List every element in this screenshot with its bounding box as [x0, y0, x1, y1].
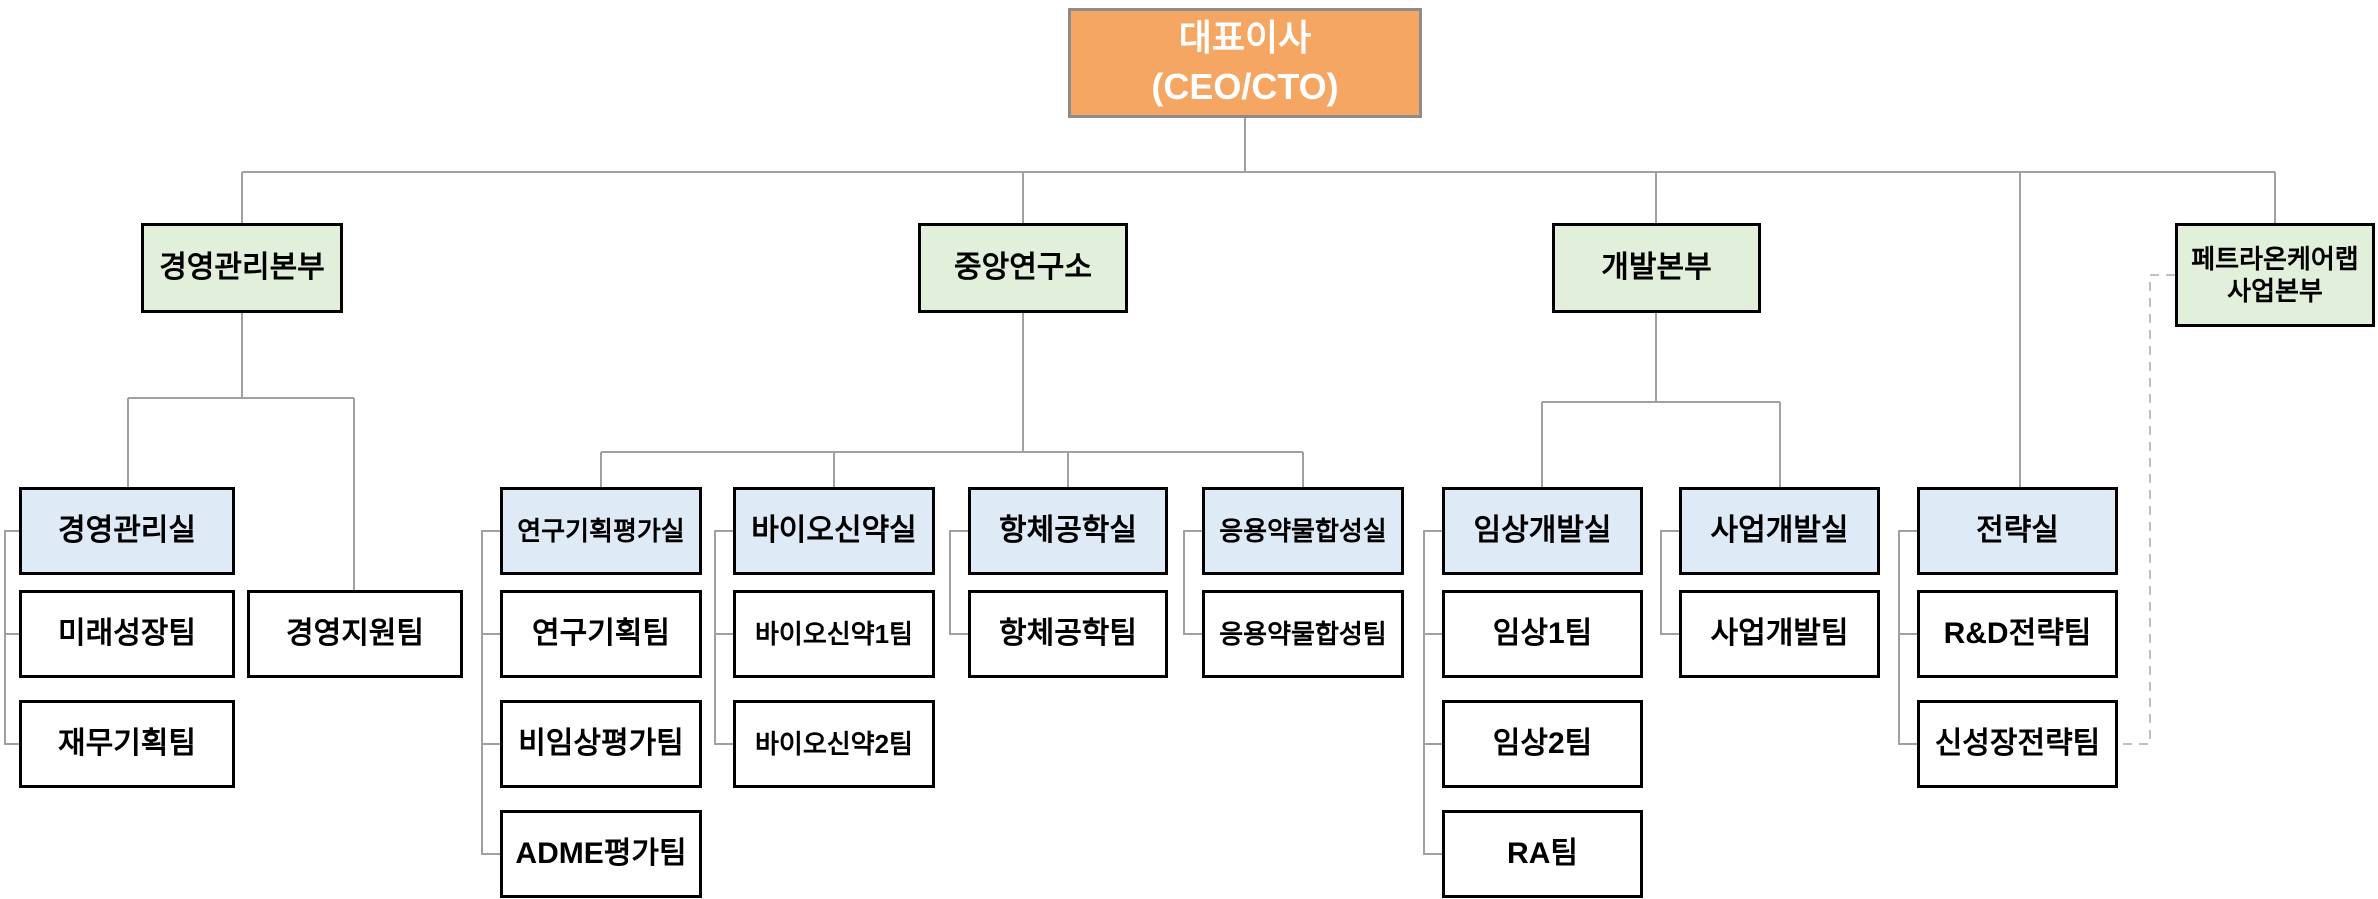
team-label: 임상2팀	[1492, 727, 1593, 761]
office-label: 연구기획평가실	[517, 515, 685, 546]
team-box-adme-evaluation: ADME평가팀	[500, 810, 702, 898]
connector-management-office-children	[4, 530, 19, 745]
team-box-bio-new-drug-2: 바이오신약2팀	[733, 700, 935, 788]
team-box-research-planning: 연구기획팀	[500, 590, 702, 678]
ceo-title: 대표이사	[1178, 17, 1312, 59]
team-label: 응용약물합성팀	[1219, 618, 1387, 649]
team-label: 사업개발팀	[1710, 617, 1849, 651]
connector-chem-children	[1183, 530, 1202, 635]
team-label: 항체공학팀	[999, 617, 1137, 651]
division-box-central-research: 중앙연구소	[918, 223, 1128, 313]
connector-strategy-children	[1898, 530, 1917, 745]
team-box-clinical-1: 임상1팀	[1442, 590, 1643, 678]
connector-bizdev-children	[1660, 530, 1679, 635]
office-box-business-development: 사업개발실	[1679, 487, 1880, 575]
division-box-petraoncarelab: 페트라온케어랩 사업본부	[2175, 223, 2375, 327]
team-box-rnd-strategy: R&D전략팀	[1917, 590, 2118, 678]
office-label: 경영관리실	[58, 514, 196, 548]
office-label: 응용약물합성실	[1219, 515, 1387, 546]
connector-antibody-children	[949, 530, 968, 635]
team-box-clinical-2: 임상2팀	[1442, 700, 1643, 788]
office-box-clinical-development: 임상개발실	[1442, 487, 1643, 575]
connector-clinical-children	[1423, 530, 1442, 855]
team-label: RA팀	[1507, 837, 1578, 871]
office-box-bio-new-drug: 바이오신약실	[733, 487, 935, 575]
office-box-research-planning-evaluation: 연구기획평가실	[500, 487, 702, 575]
division-label: 개발본부	[1601, 251, 1712, 285]
ceo-subtitle: (CEO/CTO)	[1151, 66, 1339, 107]
team-label: 비임상평가팀	[518, 727, 684, 761]
team-label: 재무기획팀	[58, 727, 196, 761]
division-box-development-hq: 개발본부	[1552, 223, 1761, 313]
office-label: 임상개발실	[1473, 514, 1612, 548]
connector-research-planning-children	[481, 530, 500, 855]
team-box-management-support: 경영지원팀	[247, 590, 463, 678]
team-label: 미래성장팀	[58, 617, 196, 651]
team-box-nonclinical-evaluation: 비임상평가팀	[500, 700, 702, 788]
team-box-applied-drug-synthesis: 응용약물합성팀	[1202, 590, 1404, 678]
office-box-strategy: 전략실	[1917, 487, 2118, 575]
team-box-antibody-engineering: 항체공학팀	[968, 590, 1168, 678]
team-box-bio-new-drug-1: 바이오신약1팀	[733, 590, 935, 678]
team-label: 바이오신약1팀	[755, 618, 913, 649]
team-label: 신성장전략팀	[1934, 727, 2101, 761]
office-label: 바이오신약실	[751, 514, 917, 548]
office-label: 전략실	[1976, 514, 2059, 548]
team-label: 바이오신약2팀	[755, 728, 913, 759]
connector-bio-children	[714, 530, 733, 745]
division-label: 경영관리본부	[159, 251, 325, 285]
team-label: 임상1팀	[1492, 617, 1593, 651]
ceo-box: 대표이사 (CEO/CTO)	[1068, 8, 1422, 118]
division-label-line2: 사업본부	[2227, 276, 2323, 306]
connector-dashed-petraon-newgrowth	[2120, 274, 2175, 745]
office-box-antibody-engineering: 항체공학실	[968, 487, 1168, 575]
team-box-business-development: 사업개발팀	[1679, 590, 1880, 678]
division-label-line1: 페트라온케어랩	[2191, 243, 2359, 274]
team-box-financial-planning: 재무기획팀	[19, 700, 235, 788]
team-label: 경영지원팀	[286, 617, 424, 651]
team-label: 연구기획팀	[532, 617, 670, 651]
team-label: R&D전략팀	[1943, 617, 2092, 651]
team-box-ra: RA팀	[1442, 810, 1643, 898]
team-label: ADME평가팀	[515, 837, 687, 871]
office-label: 사업개발실	[1710, 514, 1849, 548]
team-box-future-growth: 미래성장팀	[19, 590, 235, 678]
office-box-applied-drug-synthesis: 응용약물합성실	[1202, 487, 1404, 575]
division-box-management-hq: 경영관리본부	[141, 223, 343, 313]
office-label: 항체공학실	[999, 514, 1137, 548]
team-box-new-growth-strategy: 신성장전략팀	[1917, 700, 2118, 788]
division-label: 중앙연구소	[954, 251, 1092, 285]
office-box-management: 경영관리실	[19, 487, 235, 575]
